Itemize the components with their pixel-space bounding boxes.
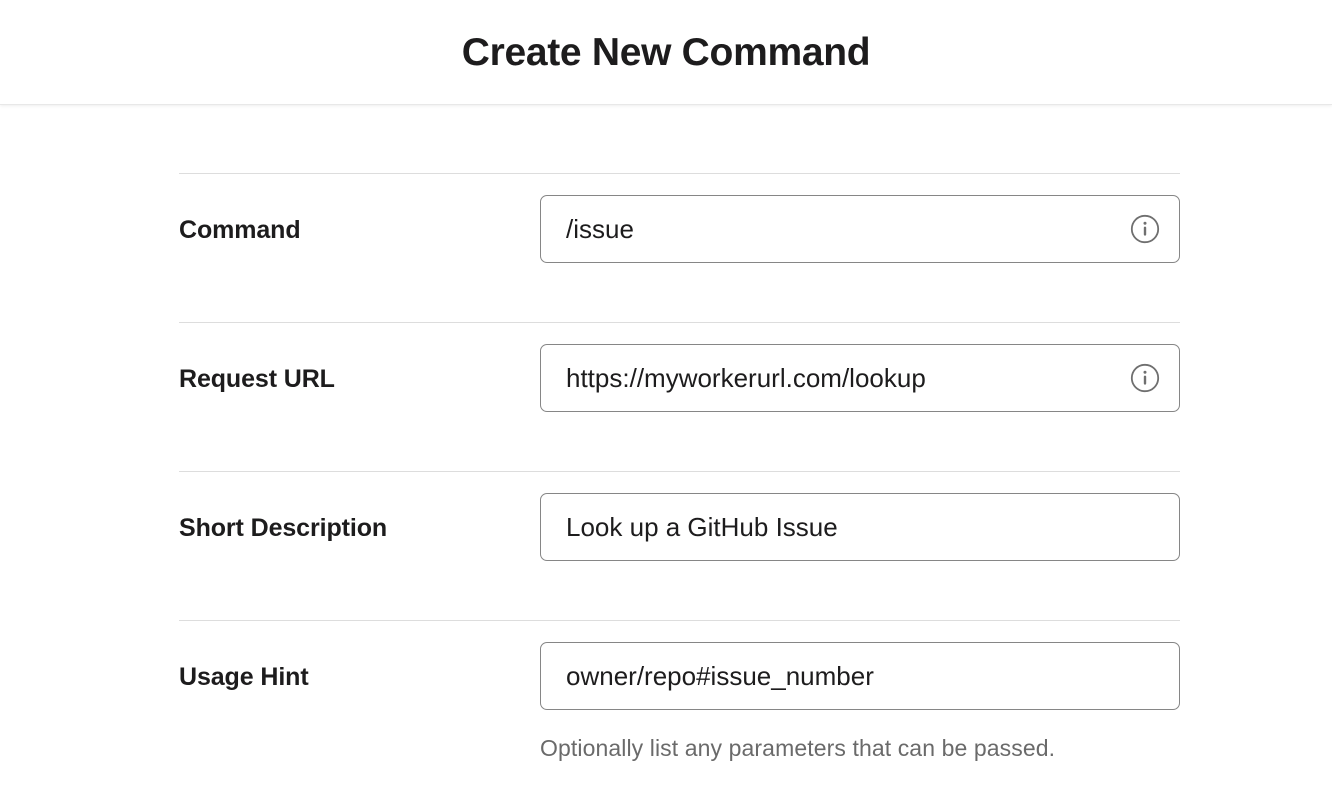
form-row-usage-hint: Usage Hint Optionally list any parameter… bbox=[179, 621, 1180, 769]
command-input[interactable] bbox=[540, 195, 1180, 263]
label-command: Command bbox=[179, 216, 301, 244]
label-usage-hint: Usage Hint bbox=[179, 663, 309, 691]
form-row-command: Command bbox=[179, 174, 1180, 322]
short-description-input[interactable] bbox=[540, 493, 1180, 561]
row-divider-top bbox=[179, 173, 1180, 174]
usage-hint-input[interactable] bbox=[540, 642, 1180, 710]
row-divider-3 bbox=[179, 620, 1180, 621]
form-inner: Command bbox=[179, 173, 1180, 769]
input-wrap-short-description bbox=[540, 493, 1180, 561]
input-wrap-command bbox=[540, 195, 1180, 263]
input-wrap-request-url bbox=[540, 344, 1180, 412]
request-url-input[interactable] bbox=[540, 344, 1180, 412]
page-title: Create New Command bbox=[461, 30, 871, 74]
label-short-description: Short Description bbox=[179, 514, 388, 542]
command-form: Command bbox=[0, 106, 1332, 810]
field-group-usage-hint: Optionally list any parameters that can … bbox=[540, 642, 1180, 764]
label-request-url: Request URL bbox=[179, 365, 335, 393]
field-group-command bbox=[540, 195, 1180, 263]
usage-hint-help-text: Optionally list any parameters that can … bbox=[540, 735, 1056, 761]
row-divider-1 bbox=[179, 322, 1180, 323]
field-group-request-url bbox=[540, 344, 1180, 412]
form-row-short-description: Short Description bbox=[179, 472, 1180, 620]
info-circle-icon[interactable] bbox=[1130, 214, 1160, 244]
form-row-request-url: Request URL bbox=[179, 323, 1180, 471]
modal-header: Create New Command bbox=[0, 0, 1332, 105]
field-group-short-description bbox=[540, 493, 1180, 561]
row-divider-2 bbox=[179, 471, 1180, 472]
info-circle-icon[interactable] bbox=[1130, 363, 1160, 393]
input-wrap-usage-hint bbox=[540, 642, 1180, 710]
